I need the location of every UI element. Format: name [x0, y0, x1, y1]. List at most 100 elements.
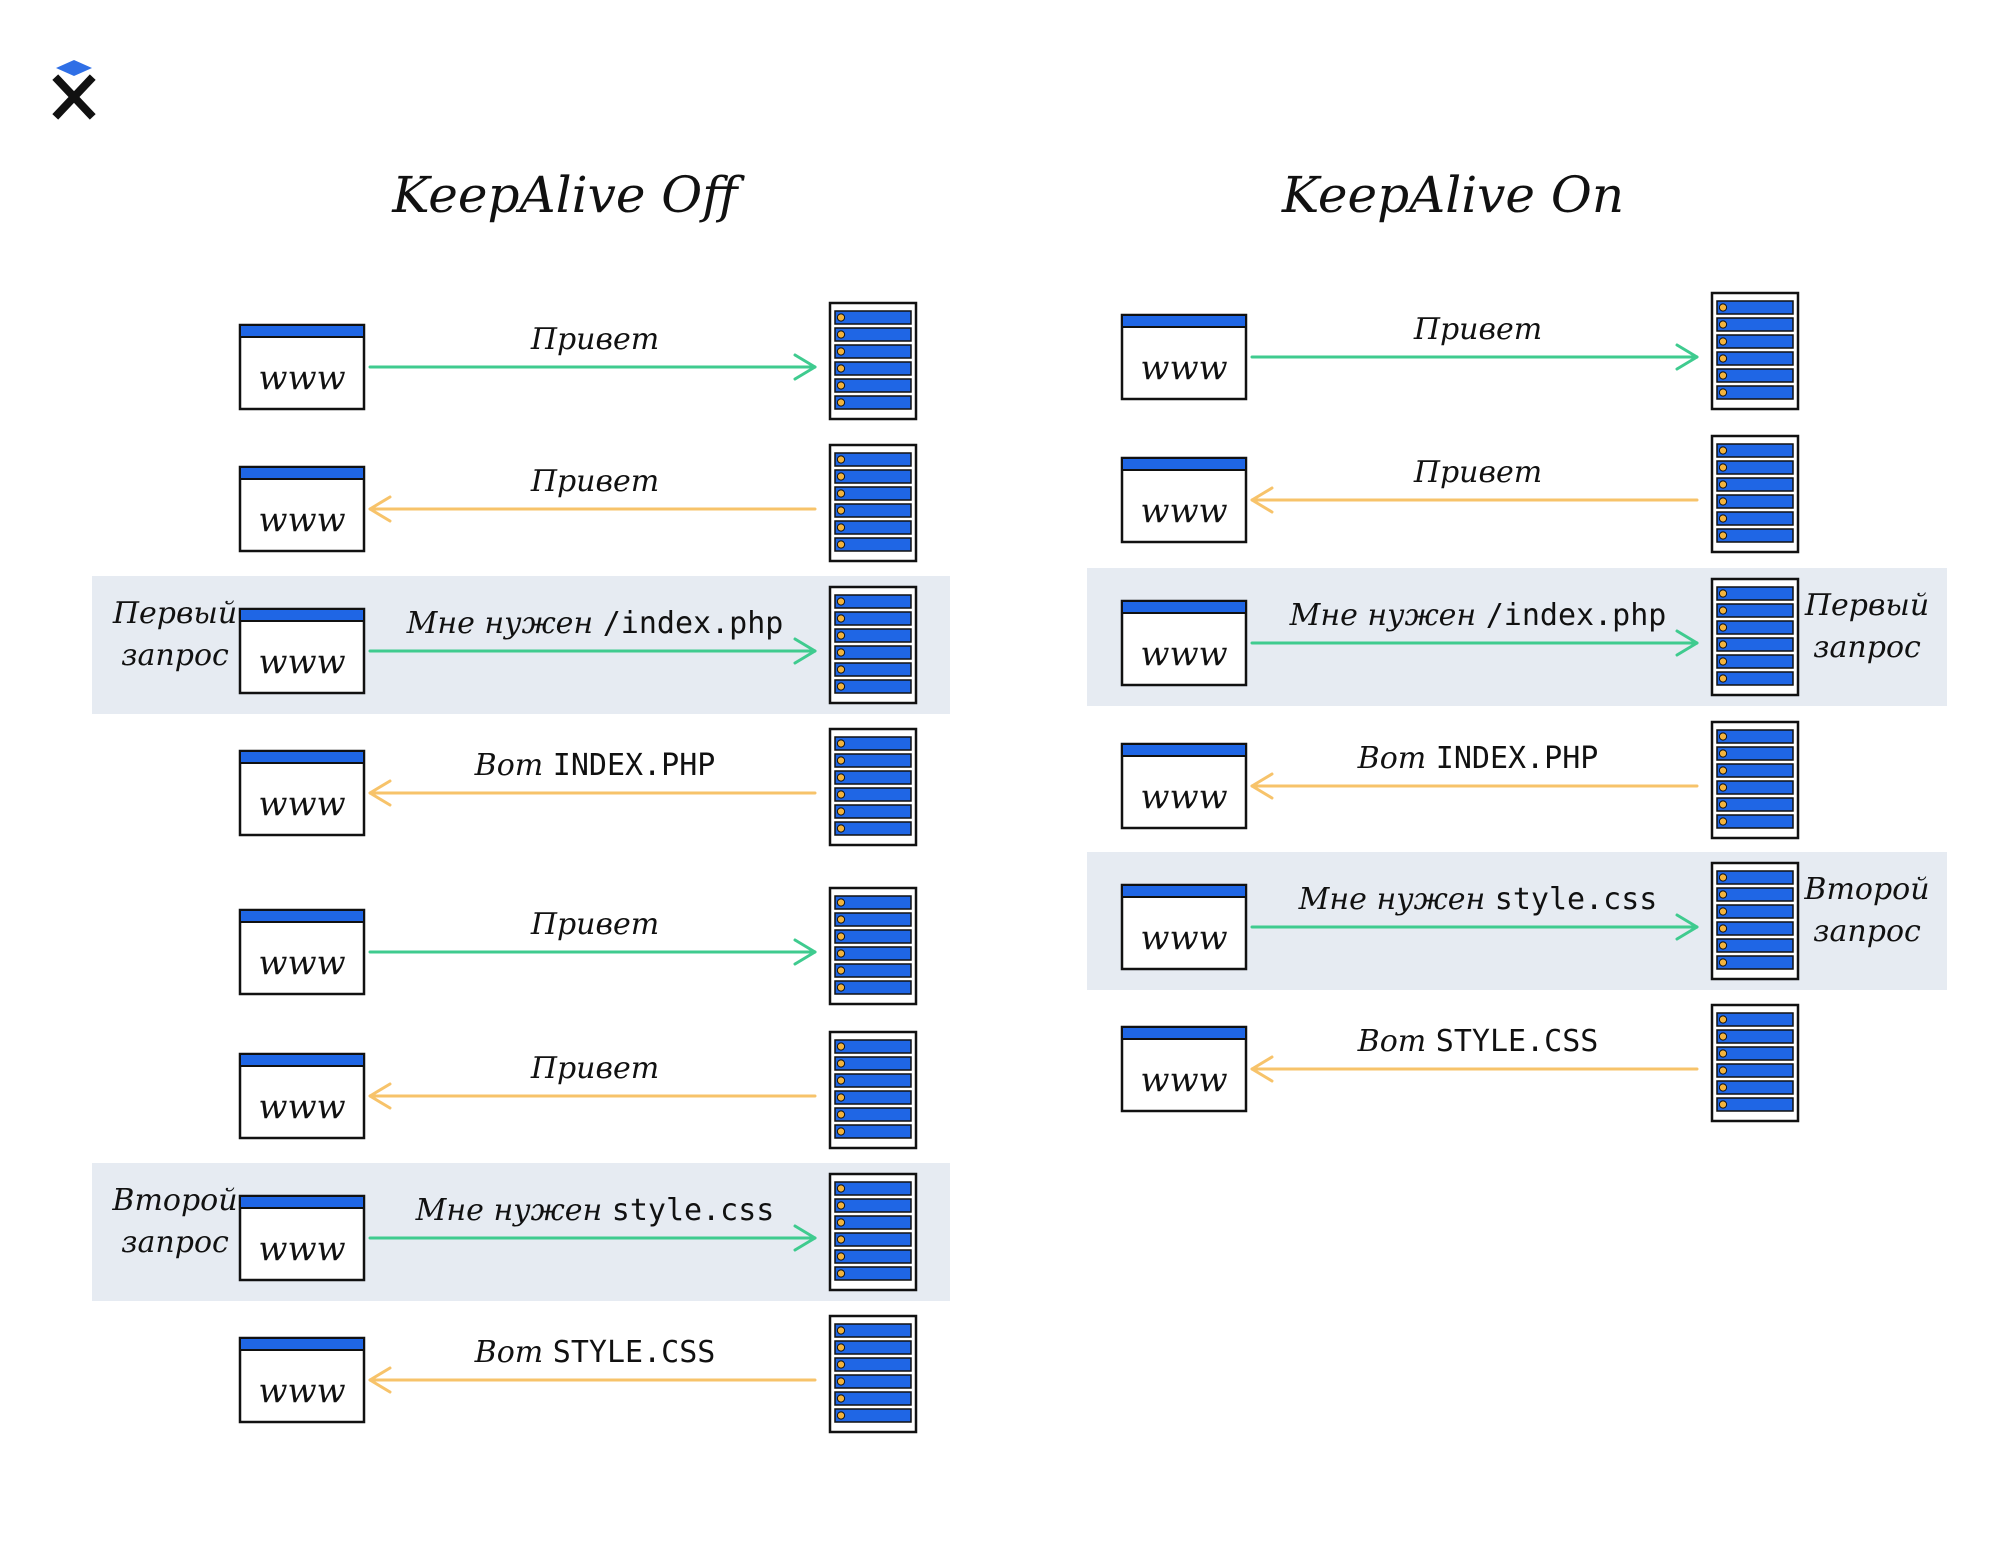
server-slot — [834, 1215, 912, 1230]
arrow-head — [368, 495, 392, 523]
server-led — [836, 381, 846, 390]
message-text: Вот — [474, 1335, 553, 1370]
server-slot — [834, 1181, 912, 1196]
server-led — [1718, 783, 1728, 792]
server-led — [836, 932, 846, 941]
server-led — [1718, 388, 1728, 397]
column-title: KeepAlive Off — [391, 166, 745, 224]
browser-title-bar — [1121, 884, 1247, 898]
browser-label: www — [258, 1087, 345, 1127]
server-slot — [834, 679, 912, 694]
server-led — [836, 1411, 846, 1420]
server-slot — [834, 310, 912, 325]
server-led — [1718, 446, 1728, 455]
arrow-head — [793, 938, 817, 966]
browser-window: www — [238, 465, 366, 553]
server-led — [836, 1343, 846, 1352]
server-led — [836, 915, 846, 924]
server-slot — [1716, 443, 1794, 458]
server-slot — [834, 469, 912, 484]
server-slot — [834, 1266, 912, 1281]
server-slot — [1716, 763, 1794, 778]
server-led — [1718, 623, 1728, 632]
server-slot — [1716, 887, 1794, 902]
browser-title-bar — [239, 466, 365, 480]
server-slot — [834, 1107, 912, 1122]
server-icon — [828, 886, 918, 1006]
arrow-head — [793, 353, 817, 381]
server-led — [836, 966, 846, 975]
server-slot — [834, 378, 912, 393]
server-slot — [834, 895, 912, 910]
server-slot — [834, 980, 912, 995]
server-led — [1718, 958, 1728, 967]
server-led — [836, 1076, 846, 1085]
server-led — [836, 472, 846, 481]
server-led — [1718, 749, 1728, 758]
server-slot — [1716, 637, 1794, 652]
browser-frame — [238, 323, 366, 411]
request-arrow — [368, 938, 817, 966]
arrow-head — [1675, 343, 1699, 371]
server-led — [1718, 1032, 1728, 1041]
server-led — [1718, 657, 1728, 666]
message-code: /index.php — [603, 606, 784, 641]
browser-window: www — [238, 908, 366, 996]
server-icon — [1710, 291, 1800, 411]
message-text: Мне нужен — [1289, 598, 1486, 633]
server-slot — [1716, 654, 1794, 669]
server-slot — [834, 503, 912, 518]
server-slot — [834, 1374, 912, 1389]
browser-window: www — [238, 749, 366, 837]
server-icon — [828, 727, 918, 847]
server-led — [836, 364, 846, 373]
server-led — [1718, 640, 1728, 649]
server-led — [1718, 320, 1728, 329]
message-text: Привет — [530, 464, 659, 499]
server-slot — [834, 1124, 912, 1139]
server-led — [836, 1252, 846, 1261]
response-arrow — [368, 779, 817, 807]
message-text: Привет — [1413, 312, 1542, 347]
browser-label: www — [258, 500, 345, 540]
server-led — [1718, 890, 1728, 899]
arrow-head — [793, 1224, 817, 1252]
browser-title-bar — [1121, 457, 1247, 471]
browser-window: www — [238, 1052, 366, 1140]
server-slot — [834, 1073, 912, 1088]
server-led — [1718, 800, 1728, 809]
response-arrow — [1250, 1055, 1699, 1083]
server-led — [836, 597, 846, 606]
browser-label: www — [1140, 348, 1227, 388]
browser-window: www — [1120, 1025, 1248, 1113]
message-label: Вот INDEX.PHP — [1357, 741, 1599, 776]
server-led — [836, 949, 846, 958]
response-arrow — [1250, 486, 1699, 514]
server-slot — [1716, 477, 1794, 492]
message-code: INDEX.PHP — [553, 748, 716, 783]
server-icon — [828, 443, 918, 563]
server-icon — [1710, 720, 1800, 840]
browser-frame — [1120, 456, 1248, 544]
server-led — [836, 330, 846, 339]
server-slot — [1716, 1097, 1794, 1112]
request-arrow — [1250, 343, 1699, 371]
server-slot — [834, 1357, 912, 1372]
arrow-head — [1250, 1055, 1274, 1083]
server-slot — [1716, 671, 1794, 686]
browser-label: www — [258, 1371, 345, 1411]
request-row: www Привет — [1120, 291, 1800, 411]
browser-window: www — [1120, 456, 1248, 544]
message-label: Мне нужен style.css — [415, 1193, 775, 1228]
response-arrow — [368, 1366, 817, 1394]
server-led — [1718, 1066, 1728, 1075]
server-slot — [1716, 921, 1794, 936]
message-text: Вот — [1357, 741, 1436, 776]
server-slot — [834, 361, 912, 376]
request-arrow — [1250, 629, 1699, 657]
